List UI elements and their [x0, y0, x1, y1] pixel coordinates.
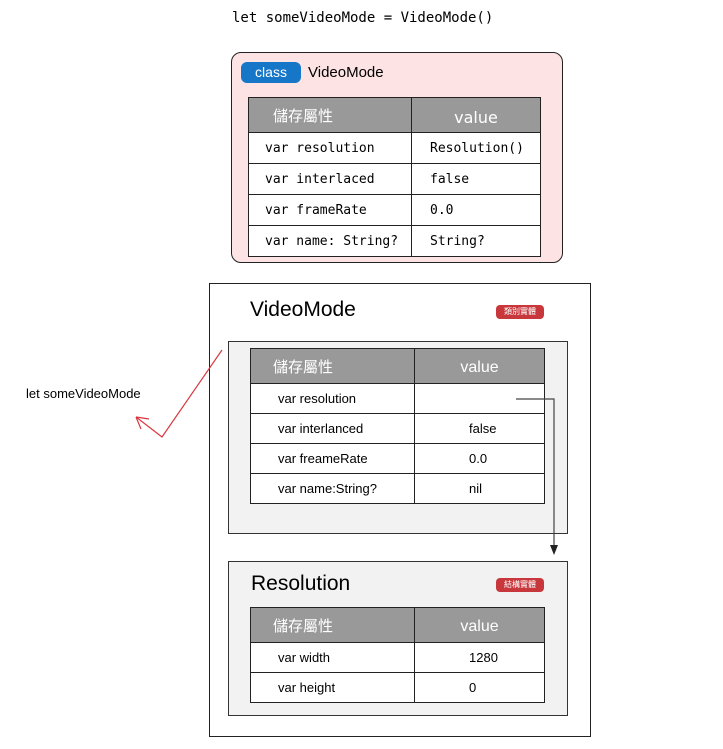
property-name: var frameRate	[248, 194, 412, 226]
table-row: var name:String? nil	[250, 473, 545, 504]
header-stored-property: 儲存屬性	[250, 607, 415, 643]
property-value: false	[411, 163, 541, 195]
reference-arrow	[135, 349, 223, 438]
table-row: var width 1280	[250, 642, 545, 673]
property-value: 0	[414, 672, 545, 703]
table-row: var frameRate 0.0	[248, 194, 541, 226]
resolution-property-table: 儲存屬性 value var width 1280 var height 0	[250, 607, 545, 703]
table-row: var interlaced false	[248, 163, 541, 195]
table-header-row: 儲存屬性 value	[250, 607, 545, 643]
table-row: var resolution Resolution()	[248, 132, 541, 164]
property-value: 1280	[414, 642, 545, 673]
header-stored-property: 儲存屬性	[250, 348, 415, 384]
table-header-row: 儲存屬性 value	[250, 348, 545, 384]
class-badge: class	[241, 62, 301, 83]
instance-title: VideoMode	[250, 298, 356, 321]
class-name: VideoMode	[308, 64, 384, 81]
pointer-arrowhead	[550, 545, 558, 555]
header-value: value	[414, 348, 545, 384]
property-name: var height	[250, 672, 415, 703]
property-name: var width	[250, 642, 415, 673]
top-code-line: let someVideoMode = VideoMode()	[232, 10, 494, 26]
instance-property-table: 儲存屬性 value var resolution var interlance…	[250, 348, 545, 504]
property-name: var freameRate	[250, 443, 415, 474]
resolution-pointer-line	[516, 398, 555, 550]
variable-label: let someVideoMode	[26, 386, 141, 401]
header-value: value	[414, 607, 545, 643]
resolution-panel: 儲存屬性 value var width 1280 var height 0	[228, 561, 568, 716]
struct-instance-tag: 結構實體	[496, 578, 544, 592]
property-name: var interlaced	[248, 163, 412, 195]
class-card: class VideoMode 儲存屬性 value var resolutio…	[231, 52, 563, 263]
resolution-title: Resolution	[251, 572, 351, 595]
property-value: 0.0	[411, 194, 541, 226]
class-instance-tag: 類別實體	[496, 305, 544, 319]
header-value: value	[411, 97, 541, 133]
table-row: var freameRate 0.0	[250, 443, 545, 474]
property-name: var name: String?	[248, 225, 412, 257]
property-value: 0.0	[414, 443, 545, 474]
property-value: nil	[414, 473, 545, 504]
table-row: var interlanced false	[250, 413, 545, 444]
class-property-table: 儲存屬性 value var resolution Resolution() v…	[248, 97, 541, 257]
table-row: var name: String? String?	[248, 225, 541, 257]
property-name: var name:String?	[250, 473, 415, 504]
header-stored-property: 儲存屬性	[248, 97, 412, 133]
property-name: var resolution	[248, 132, 412, 164]
property-value: Resolution()	[411, 132, 541, 164]
property-name: var interlanced	[250, 413, 415, 444]
table-row: var height 0	[250, 672, 545, 703]
table-header-row: 儲存屬性 value	[248, 97, 541, 133]
property-value: false	[414, 413, 545, 444]
property-value: String?	[411, 225, 541, 257]
instance-panel: 儲存屬性 value var resolution var interlance…	[228, 341, 568, 534]
property-name: var resolution	[250, 383, 415, 414]
